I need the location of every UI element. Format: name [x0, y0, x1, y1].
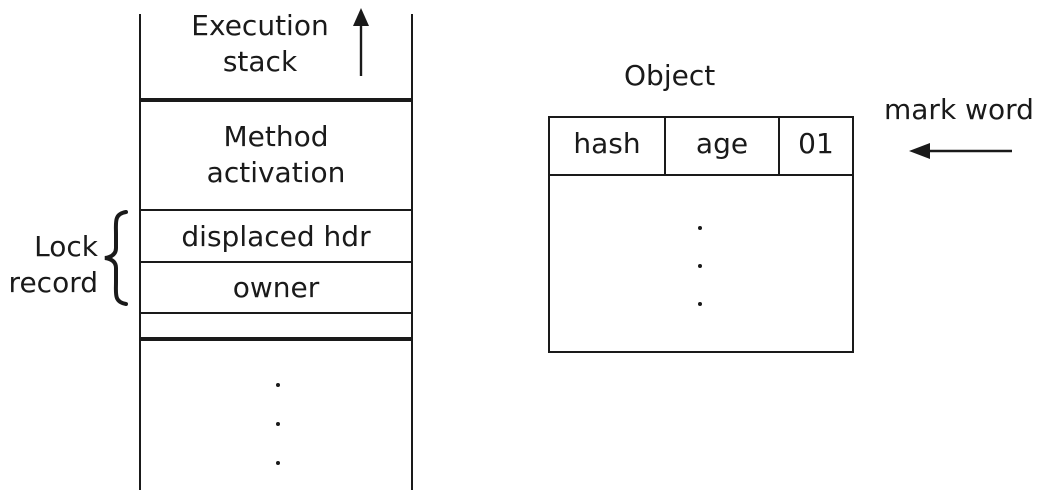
mark-word-field-age: age: [695, 127, 749, 160]
mark-word-field-hash: hash: [573, 127, 641, 160]
object-box: hash age 01: [548, 116, 854, 353]
method-activation-divider: [139, 209, 413, 211]
lock-record-label-line2: record: [8, 266, 98, 299]
lock-record-label: Lock record: [0, 229, 98, 301]
method-activation-slot: Method activation: [141, 119, 411, 191]
method-activation-line2: activation: [206, 156, 346, 189]
stack-dot: [276, 461, 280, 465]
stack-dot: [276, 422, 280, 426]
mark-word-pointer-arrow-icon: [909, 143, 1012, 159]
mark-word-field-separator: [778, 118, 780, 174]
object-title: Object: [624, 59, 716, 92]
mark-word-row: hash age 01: [550, 118, 852, 176]
object-dot: [698, 226, 702, 230]
mark-word-field-lock-bits: 01: [798, 127, 834, 160]
object-dot: [698, 264, 702, 268]
stack-dot: [276, 383, 280, 387]
mark-word-label: mark word: [884, 93, 1034, 126]
owner-divider: [139, 312, 413, 314]
execution-stack-label-line1: Execution: [191, 9, 329, 42]
execution-stack-label-line2: stack: [222, 45, 298, 78]
mark-word-field-separator: [664, 118, 666, 174]
lock-record-label-line1: Lock: [34, 230, 98, 263]
stack-left-wall: [139, 14, 141, 490]
displaced-hdr-divider: [139, 261, 413, 263]
stack-frame-divider-top: [139, 98, 413, 102]
stack-right-wall: [411, 14, 413, 490]
owner-slot: owner: [232, 271, 320, 304]
stack-growth-arrow-icon: [353, 8, 369, 76]
execution-stack-label: Execution stack: [170, 8, 350, 80]
curly-brace-icon: [104, 210, 128, 306]
object-dot: [698, 302, 702, 306]
method-activation-line1: Method: [223, 120, 329, 153]
stack-frame-divider-bottom: [139, 337, 413, 341]
displaced-hdr-slot: displaced hdr: [181, 220, 371, 253]
